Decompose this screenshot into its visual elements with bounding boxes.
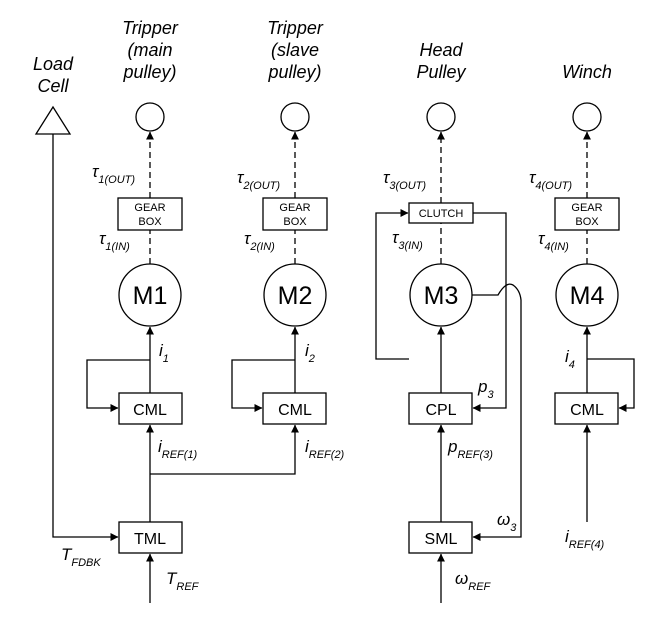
gear-box-2: GEAR BOX: [262, 197, 328, 231]
cml-box-2: CML: [262, 392, 327, 425]
p3-label: p3: [477, 377, 494, 401]
omega-ref-label: ωREF: [455, 569, 492, 593]
wires-column-4: [583, 326, 635, 522]
tau-in-label-2: τ2(IN): [244, 229, 275, 253]
i-ref1-label: iREF(1): [158, 437, 198, 461]
cml-box-4: CML: [554, 392, 619, 425]
svg-text:M1: M1: [133, 282, 168, 310]
load-circle-4: [572, 102, 602, 132]
svg-text:Head: Head: [419, 40, 463, 60]
svg-text:GEAR: GEAR: [134, 202, 165, 214]
svg-text:Load: Load: [33, 54, 74, 74]
gear-box-1: GEAR BOX: [117, 197, 183, 231]
tau-out-label-4: τ4(OUT): [529, 168, 572, 192]
svg-text:CPL: CPL: [425, 402, 456, 419]
cpl-box: CPL: [408, 392, 473, 425]
svg-text:CML: CML: [133, 402, 167, 419]
svg-text:Pulley: Pulley: [416, 62, 466, 82]
load-circle-3: [426, 102, 456, 132]
svg-text:M4: M4: [570, 282, 605, 310]
svg-text:CML: CML: [278, 402, 312, 419]
omega3-label: ω3: [497, 510, 517, 534]
svg-text:GEAR: GEAR: [279, 202, 310, 214]
svg-text:CML: CML: [570, 402, 604, 419]
svg-text:GEAR: GEAR: [571, 202, 602, 214]
svg-text:SML: SML: [425, 531, 458, 548]
svg-text:pulley): pulley): [267, 62, 321, 82]
motor-m4: M4: [555, 263, 619, 327]
svg-text:M3: M3: [424, 282, 459, 310]
svg-text:BOX: BOX: [283, 216, 307, 228]
heading-winch: Winch: [562, 62, 612, 82]
i2-label: i2: [305, 341, 315, 365]
load-cell-triangle: [34, 105, 72, 135]
tau-out-label-1: τ1(OUT): [92, 162, 135, 186]
svg-text:(slave: (slave: [271, 40, 319, 60]
tau-in-label-4: τ4(IN): [538, 229, 569, 253]
i-ref4-label: iREF(4): [565, 527, 605, 551]
svg-text:pulley): pulley): [122, 62, 176, 82]
heading-load-cell: Load Cell: [33, 54, 74, 96]
cml-box-1: CML: [118, 392, 183, 425]
motor-m1: M1: [118, 263, 182, 327]
tml-box: TML: [118, 521, 183, 554]
svg-text:BOX: BOX: [138, 216, 162, 228]
svg-text:CLUTCH: CLUTCH: [419, 208, 464, 220]
svg-text:BOX: BOX: [575, 216, 599, 228]
svg-text:Winch: Winch: [562, 62, 612, 82]
clutch-box: CLUTCH: [408, 202, 474, 224]
i-ref2-label: iREF(2): [305, 437, 345, 461]
load-circle-2: [280, 102, 310, 132]
heading-tripper-slave: Tripper (slave pulley): [267, 18, 324, 82]
sml-box: SML: [408, 521, 473, 554]
motor-m3: M3: [409, 263, 473, 327]
i4-label: i4: [565, 347, 575, 371]
svg-text:Cell: Cell: [37, 76, 69, 96]
svg-text:Tripper: Tripper: [122, 18, 179, 38]
heading-head-pulley: Head Pulley: [416, 40, 466, 82]
t-ref-label: TREF: [166, 569, 200, 593]
tau-in-label-1: τ1(IN): [99, 229, 130, 253]
wires-column-3: [375, 209, 522, 603]
i1-label: i1: [159, 341, 169, 365]
tau-in-label-3: τ3(IN): [392, 228, 423, 252]
tau-out-label-3: τ3(OUT): [383, 168, 426, 192]
load-circle-1: [135, 102, 165, 132]
tau-out-label-2: τ2(OUT): [237, 168, 280, 192]
heading-tripper-main: Tripper (main pulley): [122, 18, 179, 82]
svg-text:(main: (main: [127, 40, 172, 60]
wires-column-1: [52, 134, 299, 603]
t-fdbk-label: TFDBK: [61, 545, 101, 569]
wires-column-2: [231, 326, 299, 412]
gear-box-4: GEAR BOX: [554, 197, 620, 231]
svg-text:M2: M2: [278, 282, 313, 310]
svg-text:Tripper: Tripper: [267, 18, 324, 38]
svg-text:TML: TML: [134, 531, 166, 548]
motor-m2: M2: [263, 263, 327, 327]
p-ref3-label: pREF(3): [447, 437, 493, 461]
